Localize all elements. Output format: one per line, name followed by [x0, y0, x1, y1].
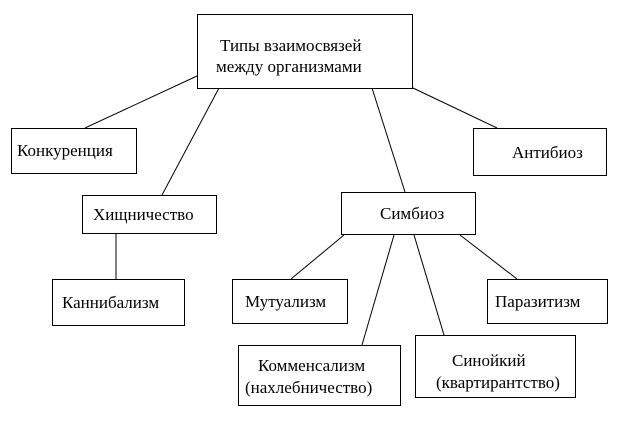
node-cannibalism: Каннибализм: [52, 279, 185, 326]
node-symbiosis-label: Симбиоз: [380, 204, 445, 223]
edge-symbiosis-parasitism: [459, 234, 518, 280]
node-predation: Хищничество: [82, 195, 217, 234]
node-antibiosis-label: Антибиоз: [512, 143, 583, 162]
node-symbiosis: Симбиоз: [341, 192, 476, 235]
node-commensalism-line2: (нахлебничество): [245, 378, 373, 397]
edge-root-predation: [161, 87, 220, 196]
edge-root-symbiosis: [371, 87, 406, 193]
edge-symbiosis-mutualism: [290, 234, 345, 280]
edge-root-antibiosis: [412, 87, 498, 129]
node-mutualism: Мутуализм: [232, 279, 348, 324]
node-synoikia-line1: Синойкий: [452, 351, 526, 370]
node-commensalism-line1: Комменсализм: [258, 356, 366, 375]
node-root-line1: Типы взаимосвязей: [220, 36, 362, 55]
node-parasitism: Паразитизм: [487, 279, 608, 324]
edge-symbiosis-synoikia: [413, 234, 445, 336]
node-competition-label: Конкуренция: [17, 141, 113, 160]
node-competition: Конкуренция: [11, 128, 137, 174]
node-commensalism: Комменсализм (нахлебничество): [238, 345, 401, 406]
edge-root-competition: [84, 75, 198, 129]
node-synoikia-line2: (квартирантство): [436, 373, 560, 392]
node-mutualism-label: Мутуализм: [245, 292, 327, 311]
node-predation-label: Хищничество: [93, 205, 194, 224]
node-root: Типы взаимосвязей между организмами: [197, 14, 413, 89]
node-synoikia: Синойкий (квартирантство): [415, 335, 576, 398]
node-root-line2: между организмами: [216, 57, 362, 76]
node-parasitism-label: Паразитизм: [495, 292, 581, 311]
edge-symbiosis-commensalism: [361, 234, 395, 346]
node-antibiosis: Антибиоз: [473, 128, 607, 176]
node-cannibalism-label: Каннибализм: [62, 293, 160, 312]
